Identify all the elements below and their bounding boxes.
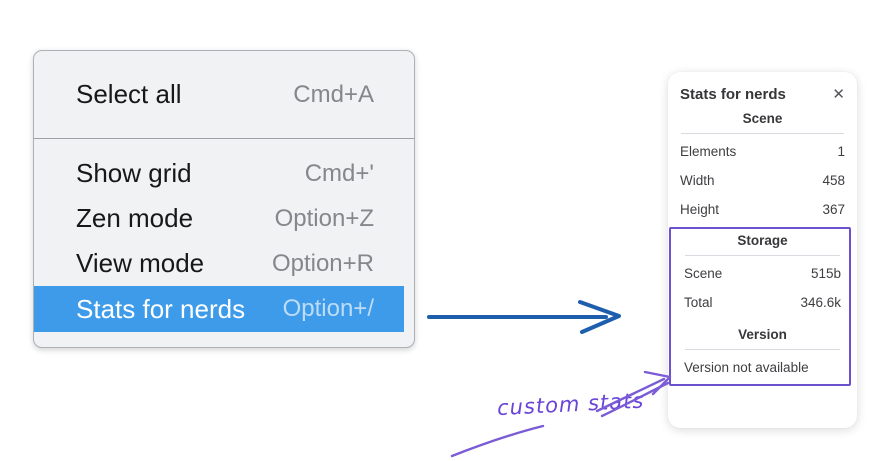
stat-row-scene: Scene 515b — [684, 259, 841, 288]
stat-value: 515b — [810, 266, 841, 281]
stat-label: Scene — [684, 266, 723, 281]
menu-divider — [34, 138, 414, 139]
stat-value: 367 — [822, 202, 845, 217]
flow-arrow-icon — [427, 300, 621, 334]
section-divider — [685, 255, 840, 256]
menu-item-shortcut: Option+R — [271, 249, 374, 277]
menu-item-shortcut: Cmd+' — [304, 159, 374, 187]
annotation-arrow-icon — [450, 370, 672, 458]
menu-item-label: Zen mode — [76, 203, 194, 233]
stat-value: 346.6k — [800, 295, 841, 310]
menu-item-label: Show grid — [76, 158, 192, 188]
scene-section: Scene Elements 1 Width 458 Height 367 — [680, 111, 845, 224]
storage-section: Storage Scene 515b Total 346.6k — [684, 233, 841, 317]
menu-item-show-grid[interactable]: Show grid Cmd+' — [34, 151, 414, 196]
menu-item-shortcut: Option+/ — [282, 295, 374, 322]
section-heading: Scene — [742, 111, 783, 126]
stat-value: 458 — [822, 173, 845, 188]
stat-label: Width — [680, 173, 715, 188]
stat-row-total: Total 346.6k — [684, 288, 841, 317]
menu-item-label: View mode — [76, 248, 205, 278]
menu-item-shortcut: Cmd+A — [293, 80, 374, 108]
custom-stats-highlight-box: Storage Scene 515b Total 346.6k Version … — [669, 227, 851, 386]
section-divider — [681, 133, 844, 134]
stat-row-height: Height 367 — [680, 195, 845, 224]
stat-label: Height — [680, 202, 720, 217]
section-divider — [685, 349, 840, 350]
stat-value: 1 — [837, 144, 845, 159]
panel-title: Stats for nerds — [680, 86, 786, 103]
stat-row-width: Width 458 — [680, 166, 845, 195]
stats-panel-header: Stats for nerds ✕ — [680, 86, 845, 103]
stat-label: Elements — [680, 144, 737, 159]
version-section: Version Version not available — [684, 327, 841, 382]
menu-item-label: Select all — [76, 79, 182, 109]
menu-item-label: Stats for nerds — [76, 293, 246, 324]
close-icon[interactable]: ✕ — [832, 86, 845, 103]
section-heading: Version — [738, 327, 787, 342]
menu-item-zen-mode[interactable]: Zen mode Option+Z — [34, 196, 414, 241]
version-note: Version not available — [684, 360, 809, 375]
stat-label: Total — [684, 295, 713, 310]
stat-row-elements: Elements 1 — [680, 137, 845, 166]
stats-panel: Stats for nerds ✕ Scene Elements 1 Width… — [668, 72, 857, 428]
context-menu: Select all Cmd+A Show grid Cmd+' Zen mod… — [33, 50, 415, 348]
menu-item-select-all[interactable]: Select all Cmd+A — [34, 51, 414, 138]
menu-group: Show grid Cmd+' Zen mode Option+Z View m… — [34, 139, 414, 332]
menu-item-shortcut: Option+Z — [274, 204, 374, 232]
section-heading: Storage — [737, 233, 788, 248]
menu-item-view-mode[interactable]: View mode Option+R — [34, 241, 414, 286]
menu-item-stats-for-nerds[interactable]: Stats for nerds Option+/ — [34, 286, 404, 332]
